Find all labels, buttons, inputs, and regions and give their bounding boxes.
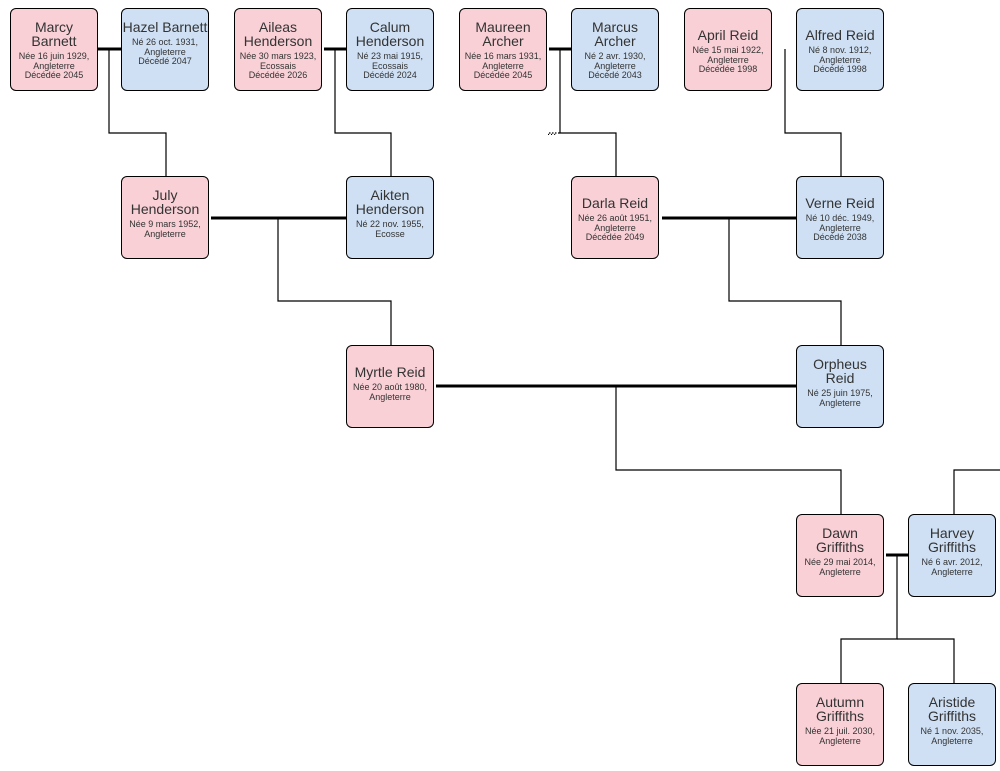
- person-card-orpheus-reid[interactable]: Orpheus Reid Né 25 juin 1975, Angleterre: [796, 345, 884, 428]
- person-name: Darla Reid: [581, 195, 649, 211]
- person-birth: Né 22 nov. 1955,: [356, 219, 424, 229]
- person-death: Décédé 2024: [363, 70, 417, 80]
- person-card-alfred-reid[interactable]: Alfred Reid Né 8 nov. 1912, Angleterre D…: [796, 8, 884, 91]
- person-place: Angleterre: [594, 222, 636, 233]
- ellipsis-marker: ...: [547, 126, 557, 138]
- person-place: Ecosse: [375, 228, 405, 239]
- person-name: Marcy Barnett: [31, 19, 77, 49]
- person-name: Marcus Archer: [592, 19, 638, 49]
- person-birth: Née 20 août 1980,: [352, 382, 428, 392]
- person-birth: Née 16 mars 1931,: [464, 51, 542, 61]
- person-card-aikten-henderson[interactable]: Aikten Henderson Né 22 nov. 1955, Ecosse: [346, 176, 434, 259]
- descent-line: [784, 49, 842, 176]
- person-name: Aristide Griffiths: [928, 694, 976, 724]
- person-name: Aileas Henderson: [243, 19, 313, 49]
- descent-line: [559, 49, 617, 176]
- person-name: Aikten Henderson: [355, 187, 425, 217]
- person-name: Maureen Archer: [475, 19, 531, 49]
- person-name: Autumn Griffiths: [815, 694, 865, 724]
- person-birth: Née 9 mars 1952,: [129, 219, 201, 229]
- descent-line: [840, 555, 898, 683]
- person-place: Ecossais: [259, 60, 296, 71]
- person-birth: Né 23 mai 1915,: [356, 51, 424, 61]
- person-birth: Né 2 avr. 1930,: [584, 51, 646, 61]
- person-name: Calum Henderson: [355, 19, 425, 49]
- person-birth: Née 29 mai 2014,: [804, 557, 876, 567]
- person-place: Angleterre: [931, 735, 973, 746]
- person-card-july-henderson[interactable]: July Henderson Née 9 mars 1952, Angleter…: [121, 176, 209, 259]
- person-birth: Née 16 juin 1929,: [18, 51, 90, 61]
- person-card-aileas-henderson[interactable]: Aileas Henderson Née 30 mars 1923, Ecoss…: [234, 8, 322, 91]
- descent-line: [897, 638, 955, 683]
- descent-line: [334, 49, 392, 176]
- person-place: Angleterre: [144, 228, 186, 239]
- person-death: Décédé 2047: [138, 56, 192, 66]
- person-place: Angleterre: [482, 60, 524, 71]
- person-death: Décédé 2043: [588, 70, 642, 80]
- person-birth: Né 8 nov. 1912,: [808, 45, 872, 55]
- person-card-darla-reid[interactable]: Darla Reid Née 26 août 1951, Angleterre …: [571, 176, 659, 259]
- person-card-aristide-griffiths[interactable]: Aristide Griffiths Né 1 nov. 2035, Angle…: [908, 683, 996, 766]
- person-card-dawn-griffiths[interactable]: Dawn Griffiths Née 29 mai 2014, Angleter…: [796, 514, 884, 597]
- person-card-autumn-griffiths[interactable]: Autumn Griffiths Née 21 juil. 2030, Angl…: [796, 683, 884, 766]
- person-birth: Née 15 mai 1922,: [692, 45, 764, 55]
- person-birth: Née 30 mars 1923,: [239, 51, 317, 61]
- person-birth: Née 26 août 1951,: [577, 213, 653, 223]
- person-name: Hazel Barnett: [122, 19, 208, 35]
- person-name: Myrtle Reid: [354, 364, 426, 380]
- person-death: Décédé 2038: [813, 232, 867, 242]
- person-death: Décédé 1998: [813, 64, 867, 74]
- person-place: Angleterre: [931, 566, 973, 577]
- person-card-maureen-archer[interactable]: Maureen Archer Née 16 mars 1931, Anglete…: [459, 8, 547, 91]
- person-name: Verne Reid: [805, 195, 875, 211]
- person-place: Angleterre: [33, 60, 75, 71]
- person-card-april-reid[interactable]: April Reid Née 15 mai 1922, Angleterre D…: [684, 8, 772, 91]
- person-card-harvey-griffiths[interactable]: Harvey Griffiths Né 6 avr. 2012, Anglete…: [908, 514, 996, 597]
- person-birth: Né 1 nov. 2035,: [920, 726, 984, 736]
- person-birth: Né 26 oct. 1931,: [131, 37, 199, 47]
- person-place: Angleterre: [819, 566, 861, 577]
- person-death: Décédée 2045: [473, 70, 533, 80]
- person-name: Alfred Reid: [805, 27, 875, 43]
- person-card-marcy-barnett[interactable]: Marcy Barnett Née 16 juin 1929, Angleter…: [10, 8, 98, 91]
- person-name: April Reid: [697, 27, 759, 43]
- person-place: Angleterre: [144, 46, 186, 57]
- person-death: Décédée 2026: [248, 70, 308, 80]
- person-name: Dawn Griffiths: [816, 525, 864, 555]
- descent-line: [615, 386, 842, 514]
- person-place: Angleterre: [707, 54, 749, 65]
- person-birth: Né 25 juin 1975,: [807, 388, 873, 398]
- person-name: Orpheus Reid: [813, 356, 867, 386]
- person-place: Ecossais: [371, 60, 408, 71]
- descent-line: [108, 49, 167, 176]
- person-card-calum-henderson[interactable]: Calum Henderson Né 23 mai 1915, Ecossais…: [346, 8, 434, 91]
- person-card-verne-reid[interactable]: Verne Reid Né 10 déc. 1949, Angleterre D…: [796, 176, 884, 259]
- person-place: Angleterre: [819, 735, 861, 746]
- person-death: Décédée 2045: [24, 70, 84, 80]
- person-place: Angleterre: [819, 397, 861, 408]
- person-birth: Née 21 juil. 2030,: [804, 726, 876, 736]
- person-birth: Né 10 déc. 1949,: [805, 213, 875, 223]
- descent-line: [728, 218, 842, 345]
- person-card-hazel-barnett[interactable]: Hazel Barnett Né 26 oct. 1931, Angleterr…: [121, 8, 209, 91]
- person-place: Angleterre: [369, 391, 411, 402]
- person-place: Angleterre: [819, 54, 861, 65]
- person-death: Décédée 1998: [698, 64, 758, 74]
- person-card-myrtle-reid[interactable]: Myrtle Reid Née 20 août 1980, Angleterre: [346, 345, 434, 428]
- person-name: Harvey Griffiths: [928, 525, 976, 555]
- person-name: July Henderson: [130, 187, 200, 217]
- person-place: Angleterre: [819, 222, 861, 233]
- person-death: Décédée 2049: [585, 232, 645, 242]
- person-birth: Né 6 avr. 2012,: [921, 557, 983, 567]
- person-place: Angleterre: [594, 60, 636, 71]
- descent-line: [277, 218, 392, 345]
- descent-line: [953, 469, 1000, 514]
- person-card-marcus-archer[interactable]: Marcus Archer Né 2 avr. 1930, Angleterre…: [571, 8, 659, 91]
